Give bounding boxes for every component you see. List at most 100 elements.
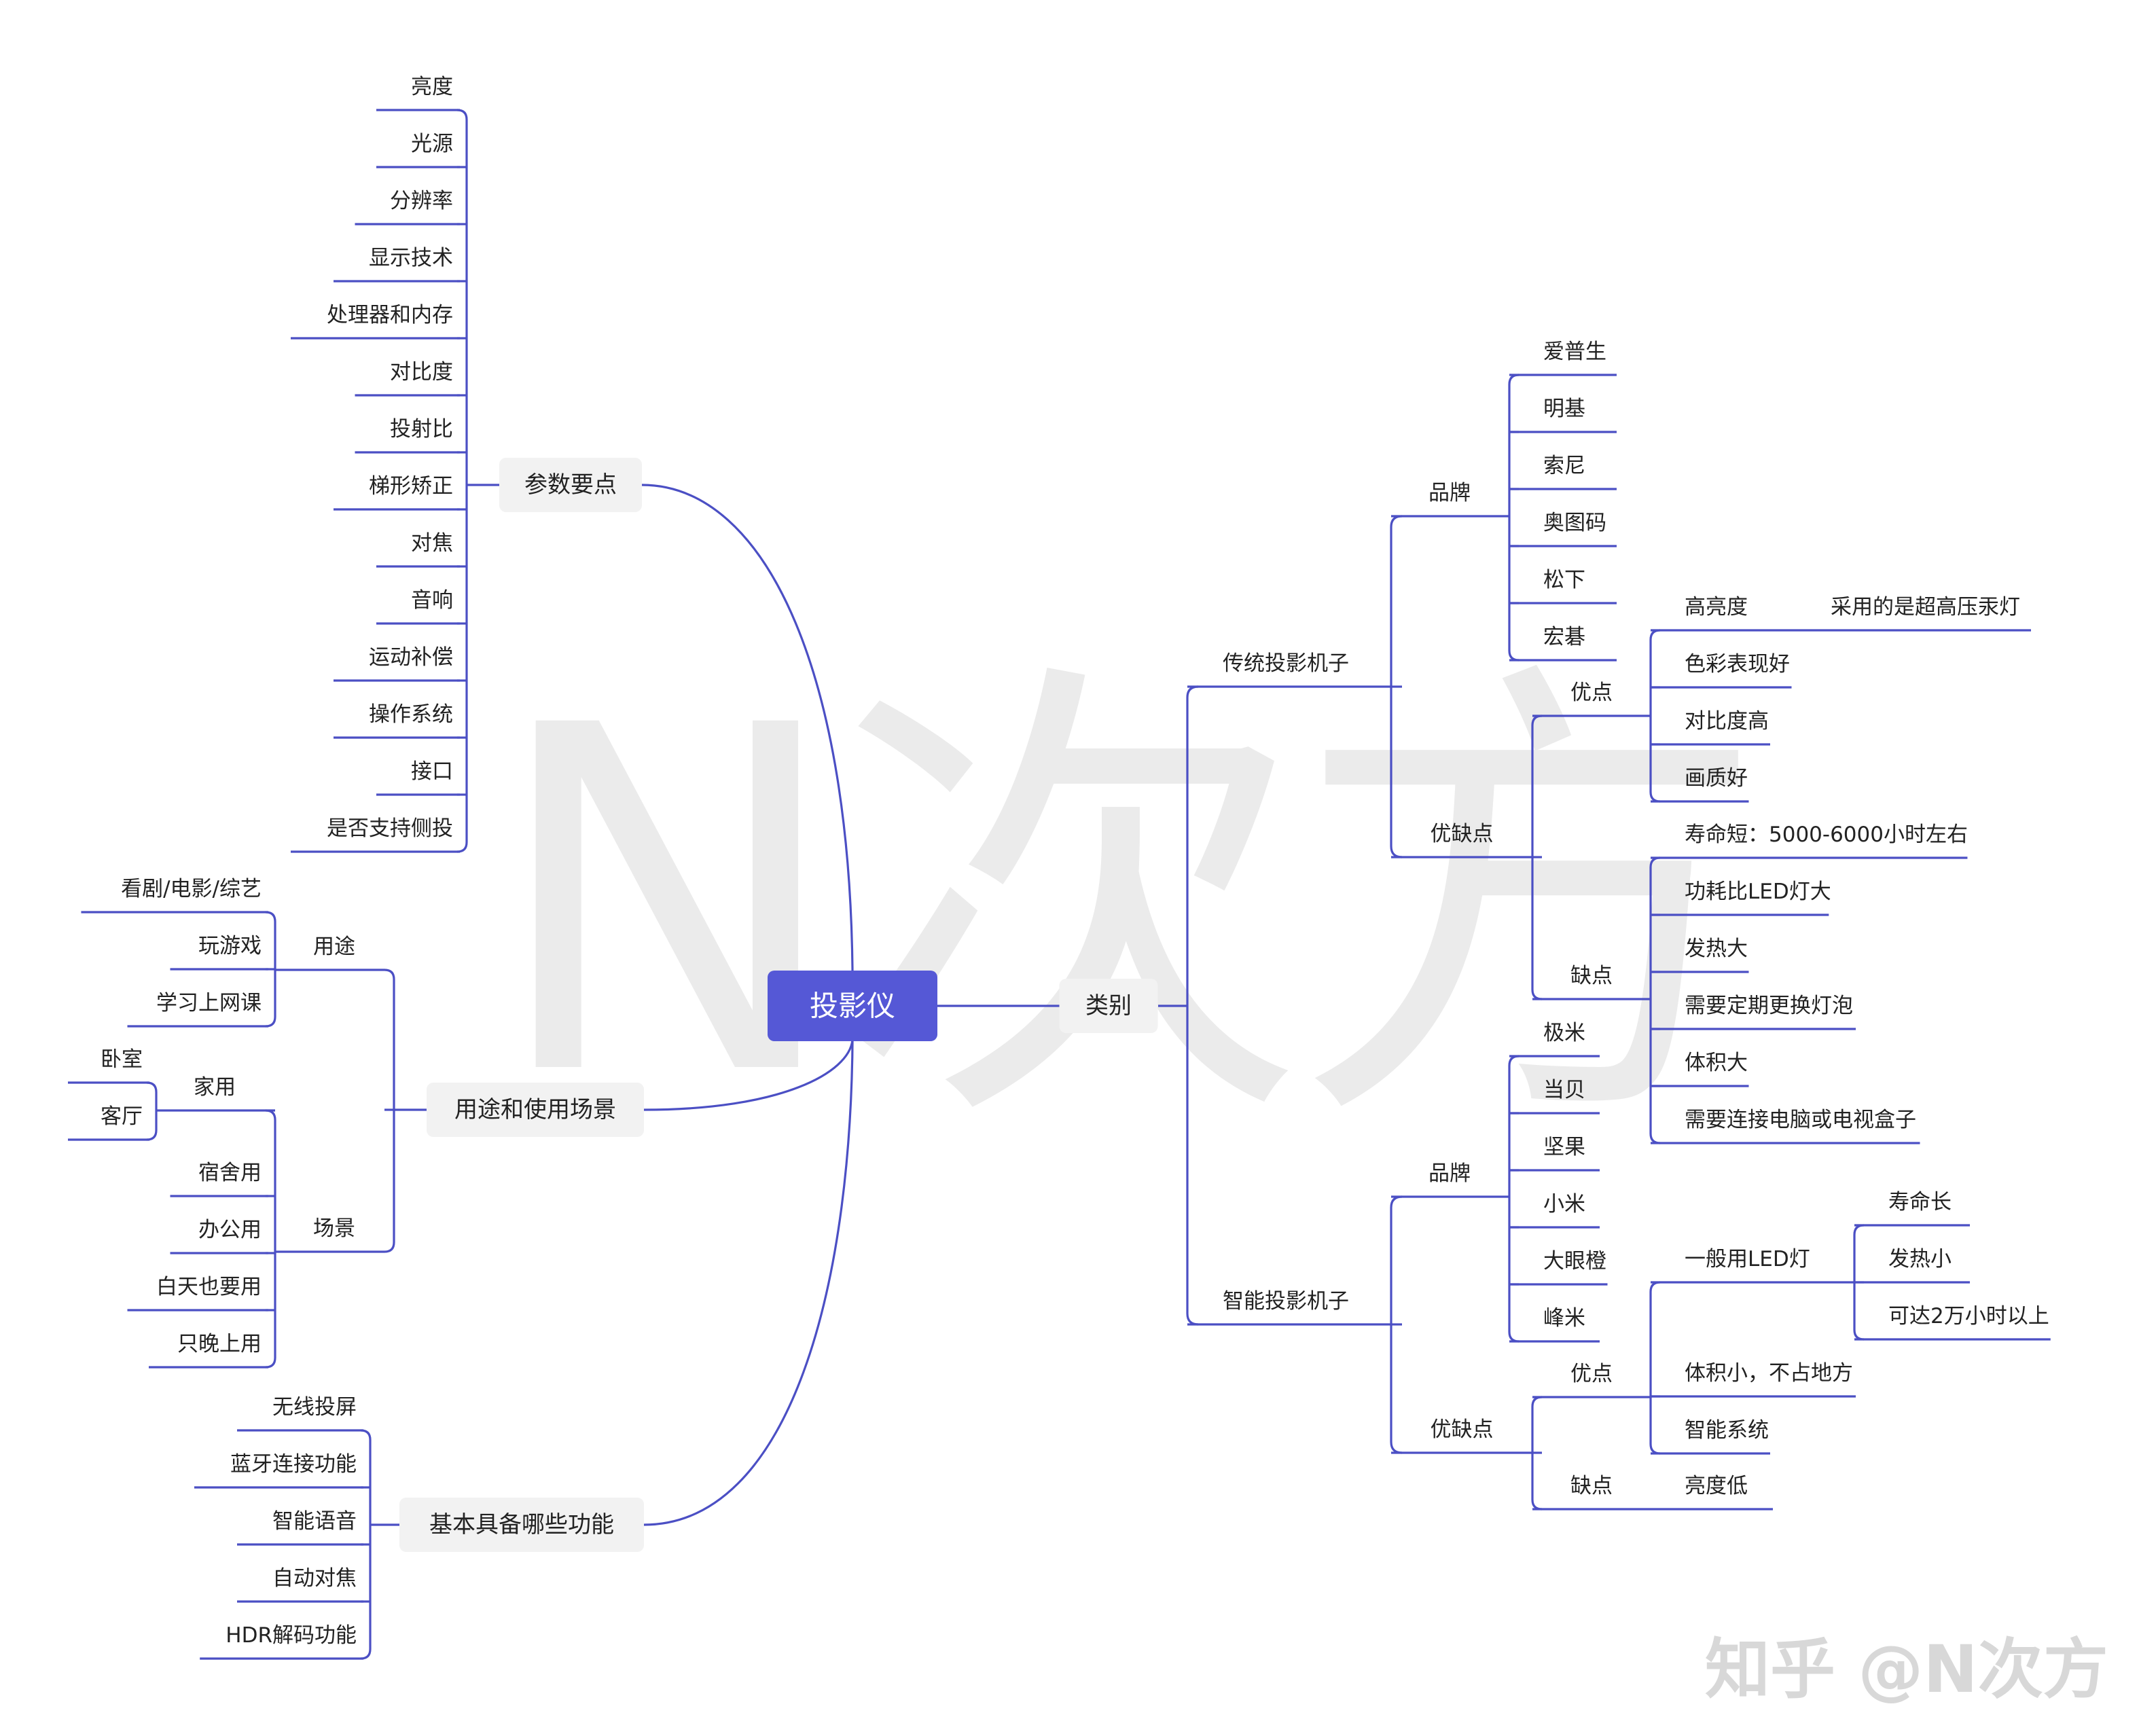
leaf-node[interactable]: 分辨率 [390, 189, 453, 213]
leaf-node[interactable]: 索尼 [1543, 454, 1585, 478]
leaf-node[interactable]: 投射比 [390, 417, 453, 441]
category-node[interactable]: 类别 [1085, 992, 1132, 1019]
leaf-node[interactable]: 发热小 [1888, 1247, 1952, 1271]
leaf-node[interactable]: 寿命长 [1888, 1190, 1952, 1214]
leaf-node[interactable]: 高亮度 [1685, 595, 1748, 619]
spine-elbow [146, 1081, 158, 1093]
spine-elbow [1853, 1224, 1865, 1235]
leaf-node[interactable]: 学习上网课 [156, 991, 262, 1015]
leaf-node[interactable]: 对比度 [390, 360, 453, 384]
leaf-node[interactable]: 玩游戏 [198, 934, 262, 958]
leaf-node[interactable]: 智能语音 [272, 1509, 357, 1534]
leaf-node[interactable]: 爱普生 [1543, 340, 1606, 364]
spine-elbow [1531, 1499, 1543, 1511]
scene-node[interactable]: 场景 [313, 1216, 355, 1241]
leaf-node[interactable]: 自动对焦 [272, 1566, 357, 1591]
leaf-node[interactable]: 画质好 [1685, 766, 1748, 791]
trad-cons-node[interactable]: 缺点 [1570, 964, 1613, 988]
trad-pros-node[interactable]: 优点 [1570, 681, 1613, 705]
leaf-node[interactable]: 亮度低 [1685, 1474, 1748, 1498]
led-node[interactable]: 一般用LED灯 [1685, 1247, 1810, 1271]
leaf-node[interactable]: 小米 [1543, 1192, 1585, 1216]
leaf-node[interactable]: 无线投屏 [272, 1395, 357, 1419]
leaf-node[interactable]: 接口 [411, 759, 453, 784]
leaf-node[interactable]: 需要定期更换灯泡 [1685, 994, 1853, 1018]
features-node[interactable]: 基本具备哪些功能 [429, 1511, 614, 1538]
category-node-bg [1059, 979, 1158, 1033]
spine-elbow [146, 1129, 158, 1141]
purpose-node[interactable]: 用途 [313, 935, 355, 959]
branch-curve [643, 1005, 854, 1526]
bright-note-node[interactable]: 采用的是超高压汞灯 [1831, 595, 2020, 619]
features-node-bg [399, 1498, 644, 1552]
spine-elbow [1531, 989, 1543, 1000]
spine-elbow [384, 1242, 395, 1253]
params-node-bg [499, 458, 642, 512]
leaf-node[interactable]: 寿命短：5000-6000小时左右 [1685, 822, 1968, 847]
spine-elbow [1649, 791, 1661, 803]
leaf-node[interactable]: 奥图码 [1543, 511, 1606, 535]
leaf-node[interactable]: 音响 [411, 588, 453, 613]
leaf-node[interactable]: 运动补偿 [369, 645, 453, 670]
watermark: N次方 [489, 626, 1769, 1180]
smart-cons-node[interactable]: 缺点 [1570, 1474, 1613, 1498]
leaf-node[interactable]: 光源 [411, 132, 453, 156]
leaf-node[interactable]: 白天也要用 [156, 1275, 262, 1299]
leaf-node[interactable]: 操作系统 [369, 702, 453, 727]
trad-proscons-node[interactable]: 优缺点 [1431, 822, 1494, 846]
leaf-node[interactable]: 梯形矫正 [369, 474, 453, 499]
leaf-node[interactable]: 蓝牙连接功能 [230, 1452, 357, 1477]
leaf-node[interactable]: 办公用 [198, 1218, 262, 1242]
leaf-node[interactable]: 松下 [1543, 568, 1585, 592]
leaf-node[interactable]: 亮度 [411, 75, 453, 99]
leaf-node[interactable]: 可达2万小时以上 [1888, 1304, 2049, 1328]
smart-proscons-node[interactable]: 优缺点 [1431, 1417, 1494, 1442]
spine-elbow [1390, 1441, 1403, 1454]
leaf-node[interactable]: 处理器和内存 [327, 303, 453, 327]
smart-pros-node[interactable]: 优点 [1570, 1362, 1613, 1386]
leaf-node[interactable]: 需要连接电脑或电视盒子 [1685, 1108, 1916, 1132]
trad-brand-node[interactable]: 品牌 [1428, 481, 1471, 505]
leaf-node[interactable]: 宏碁 [1543, 625, 1585, 649]
leaf-node[interactable]: 体积大 [1685, 1051, 1748, 1075]
leaf-node[interactable]: 卧室 [101, 1047, 143, 1072]
leaf-node[interactable]: 发热大 [1685, 937, 1748, 961]
spine-elbow [1649, 1281, 1661, 1292]
leaf-node[interactable]: HDR解码功能 [226, 1623, 357, 1648]
spine-elbow [1649, 1133, 1661, 1144]
spine-elbow [1649, 629, 1661, 640]
leaf-node[interactable]: 极米 [1543, 1021, 1585, 1045]
leaf-node[interactable]: 坚果 [1543, 1135, 1585, 1159]
smart-brand-node[interactable]: 品牌 [1428, 1161, 1471, 1186]
spine-elbow [1186, 685, 1199, 698]
spine-elbow [360, 1648, 372, 1660]
leaf-node[interactable]: 色彩表现好 [1685, 652, 1790, 676]
leaf-node[interactable]: 是否支持侧投 [327, 816, 453, 841]
leaf-node[interactable]: 客厅 [101, 1104, 143, 1129]
root-node[interactable]: 投影仪 [810, 990, 895, 1023]
leaf-node[interactable]: 对焦 [411, 531, 453, 556]
leaf-node[interactable]: 体积小，不占地方 [1685, 1361, 1853, 1386]
spine-elbow [456, 109, 468, 120]
spine-elbow [1508, 1055, 1520, 1066]
leaf-node[interactable]: 大眼橙 [1543, 1249, 1606, 1273]
spine-elbow [1531, 1396, 1543, 1407]
home-node[interactable]: 家用 [194, 1075, 236, 1100]
leaf-node[interactable]: 智能系统 [1685, 1418, 1769, 1443]
branch-curve [641, 484, 854, 1007]
leaf-node[interactable]: 看剧/电影/综艺 [121, 877, 262, 901]
leaf-node[interactable]: 当贝 [1543, 1078, 1585, 1102]
leaf-node[interactable]: 宿舍用 [198, 1161, 262, 1185]
usage-node[interactable]: 用途和使用场景 [454, 1096, 616, 1123]
leaf-node[interactable]: 显示技术 [369, 246, 453, 270]
smart-node[interactable]: 智能投影机子 [1223, 1289, 1349, 1314]
leaf-node[interactable]: 峰米 [1543, 1306, 1585, 1331]
params-node[interactable]: 参数要点 [524, 471, 617, 499]
leaf-node[interactable]: 功耗比LED灯大 [1685, 880, 1831, 904]
leaf-node[interactable]: 对比度高 [1685, 709, 1769, 734]
leaf-node[interactable]: 只晚上用 [177, 1332, 262, 1356]
leaf-node[interactable]: 明基 [1543, 397, 1585, 421]
spine-elbow [1390, 846, 1403, 858]
traditional-node[interactable]: 传统投影机子 [1223, 651, 1349, 676]
